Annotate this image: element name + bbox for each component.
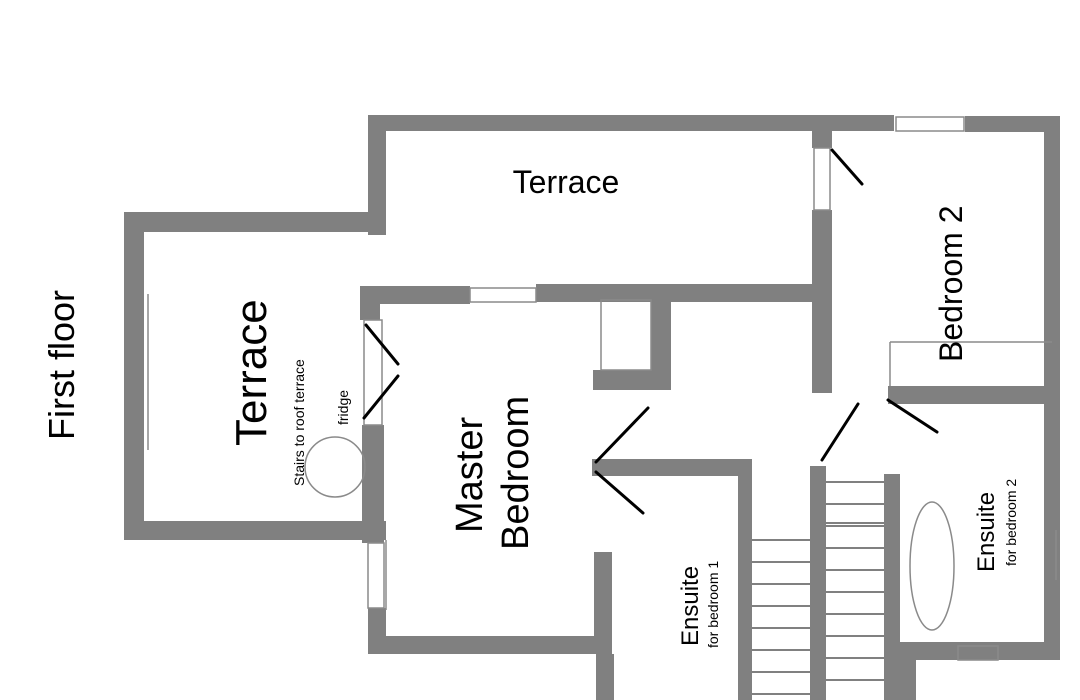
room-label-ensuite-1: Ensuite — [677, 566, 704, 646]
door-bedroom2-lower — [820, 402, 860, 462]
wall-ensuite1-top — [592, 459, 752, 476]
annotation-stairs: Stairs to roof terrace — [291, 359, 307, 486]
stairs — [752, 481, 884, 695]
wall-cupboard-right — [651, 300, 671, 390]
wall-ensuite2-bottom — [898, 642, 1060, 660]
window-bedroom2-door — [813, 147, 831, 211]
wall-master-bottom — [368, 636, 612, 654]
wall-stair-left — [810, 466, 826, 700]
ensuite2-bath — [909, 501, 955, 631]
door-master-lower — [594, 470, 645, 515]
annotation-fridge: fridge — [335, 390, 351, 425]
room-label-master-line1: Master — [449, 417, 491, 533]
window-fridge — [363, 319, 383, 426]
cupboard-inner — [600, 299, 652, 371]
wall-ensuite2-left-lower — [898, 642, 916, 700]
room-label-ensuite-1-sub: for bedroom 1 — [705, 561, 721, 648]
room-label-master-line2: Bedroom — [495, 396, 537, 550]
wall-cupboard-bottom — [593, 370, 671, 390]
interior-walls — [360, 130, 1060, 700]
floor-label: First floor — [41, 290, 82, 440]
windows — [147, 116, 1057, 661]
room-label-ensuite-2-sub: for bedroom 2 — [1003, 479, 1019, 566]
ensuite2-sink — [957, 645, 999, 661]
wall-top-right — [965, 116, 1060, 132]
wall-master-top-right — [536, 284, 832, 302]
wall-terrace-upper-left — [368, 115, 386, 235]
wall-ensuite1-left-bottom — [596, 654, 614, 700]
door-terrace-fold-1 — [364, 323, 400, 366]
door-master-upper — [594, 406, 650, 464]
wall-ensuite1-right — [738, 459, 752, 700]
room-label-terrace-left: Terrace — [227, 299, 276, 446]
wall-left-terrace-left — [124, 212, 144, 540]
wall-master-top-left — [360, 286, 470, 304]
wall-bedroom2-bottom — [888, 386, 1060, 404]
window-master-left-lower — [367, 542, 385, 609]
spiral-stair — [304, 436, 366, 498]
wall-stair-right — [884, 474, 900, 700]
window-top-right — [895, 116, 965, 132]
wall-master-left-upper — [360, 286, 380, 320]
room-label-ensuite-2: Ensuite — [973, 492, 1000, 572]
wall-master-left-mid — [362, 425, 384, 543]
door-terrace-fold-2 — [362, 374, 400, 420]
door-bedroom2 — [830, 148, 864, 186]
wall-terrace-bedroom2-upper — [812, 130, 832, 148]
window-master-top — [469, 287, 537, 303]
wall-left-terrace-bottom — [124, 521, 386, 540]
wall-master-right-lower — [594, 552, 612, 654]
room-label-bedroom-2: Bedroom 2 — [933, 205, 969, 362]
room-label-terrace-top: Terrace — [513, 164, 620, 200]
wall-terrace-bedroom2 — [812, 210, 832, 393]
door-ensuite2 — [886, 398, 939, 434]
wall-left-terrace-top — [124, 212, 386, 232]
wall-top — [368, 115, 894, 131]
doors — [362, 148, 939, 515]
